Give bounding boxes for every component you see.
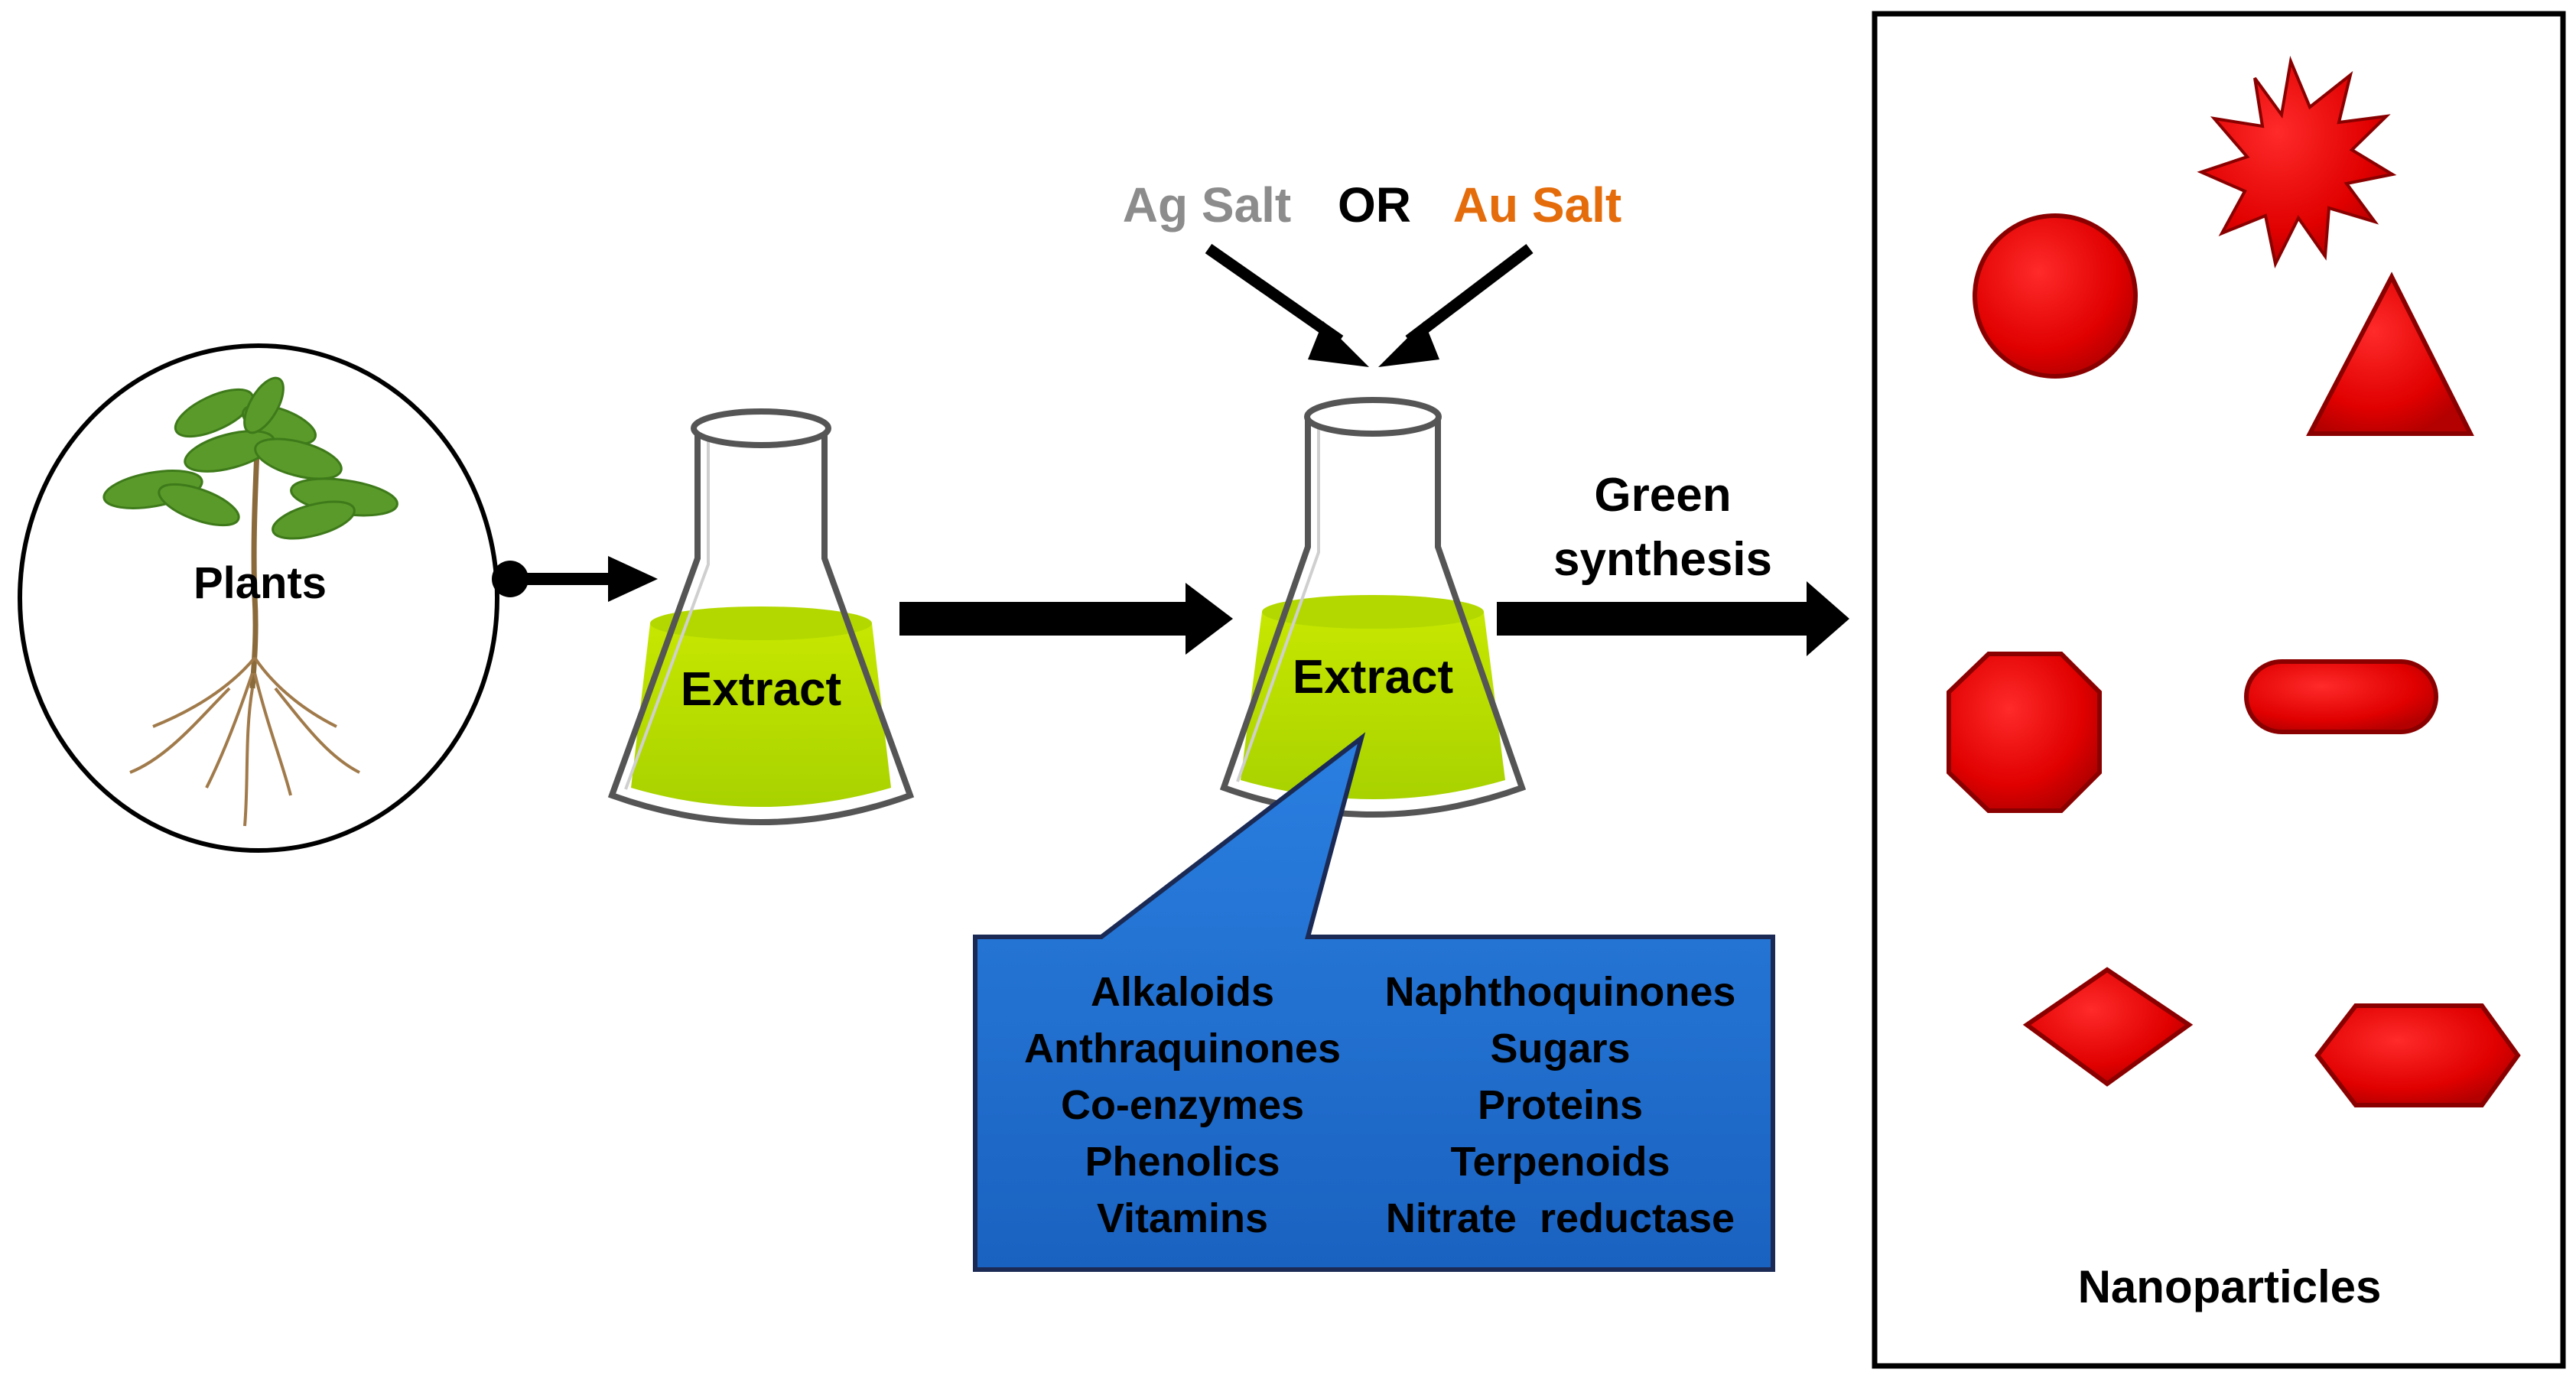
arrow-to-nanoparticles: [1497, 602, 1810, 636]
process-label-line2: synthesis: [1553, 533, 1772, 586]
nanoparticle-rhombus: [2022, 967, 2194, 1087]
compound-item: Naphthoquinones: [1385, 969, 1736, 1015]
reagent-arrows: [1205, 243, 1534, 367]
callout-box: [973, 732, 1775, 1272]
nanoparticles-label: Nanoparticles: [2078, 1261, 2382, 1312]
nanoparticle-octagon: [1947, 652, 2102, 813]
nanoparticle-sphere: [1973, 213, 2138, 379]
compound-item: Sugars: [1490, 1026, 1630, 1071]
compound-item: Vitamins: [1097, 1195, 1268, 1241]
arrow-plants-to-extract: [492, 556, 658, 602]
plant-icon: [102, 376, 398, 827]
compound-item: Terpenoids: [1450, 1139, 1670, 1185]
compound-list-right: Naphthoquinones Sugars Proteins Terpenoi…: [1385, 969, 1736, 1241]
plants-label: Plants: [194, 558, 327, 608]
extract-liquid-1: [631, 613, 891, 807]
compound-item: Phenolics: [1085, 1139, 1280, 1185]
arrow-extract-to-reaction: [899, 583, 1233, 655]
or-label: OR: [1338, 177, 1411, 233]
compound-item: Nitrate reductase: [1386, 1195, 1735, 1241]
extract-flask-2: Extract: [1219, 397, 1527, 818]
nanoparticle-rod: [2244, 659, 2438, 734]
process-label-line1: Green: [1594, 469, 1731, 522]
nanoparticle-hexagon: [2314, 1003, 2521, 1107]
extract-liquid-2: [1241, 602, 1505, 799]
compound-list-left: Alkaloids Anthraquinones Co-enzymes Phen…: [1024, 969, 1341, 1241]
compound-item: Co-enzymes: [1061, 1082, 1304, 1128]
reagents: Ag Salt OR Au Salt: [1123, 177, 1621, 233]
plants-circle: [18, 343, 499, 853]
extract-label-1: Extract: [681, 663, 841, 716]
nanoparticles-panel: Nanoparticles: [1872, 11, 2566, 1369]
nanoparticle-star: [2197, 55, 2397, 269]
compound-item: Anthraquinones: [1024, 1026, 1341, 1071]
ag-salt-label: Ag Salt: [1123, 177, 1291, 233]
compound-item: Proteins: [1478, 1082, 1643, 1128]
nanoparticle-triangle: [2306, 272, 2474, 436]
extract-label-2: Extract: [1293, 651, 1453, 704]
extract-flask-1: Extract: [607, 408, 915, 825]
compound-item: Alkaloids: [1091, 969, 1274, 1015]
green-synthesis-step: Green synthesis: [1497, 469, 1849, 656]
phytochemicals-callout: Alkaloids Anthraquinones Co-enzymes Phen…: [973, 732, 1775, 1272]
plants-node: Plants: [18, 343, 499, 853]
au-salt-label: Au Salt: [1453, 177, 1621, 233]
